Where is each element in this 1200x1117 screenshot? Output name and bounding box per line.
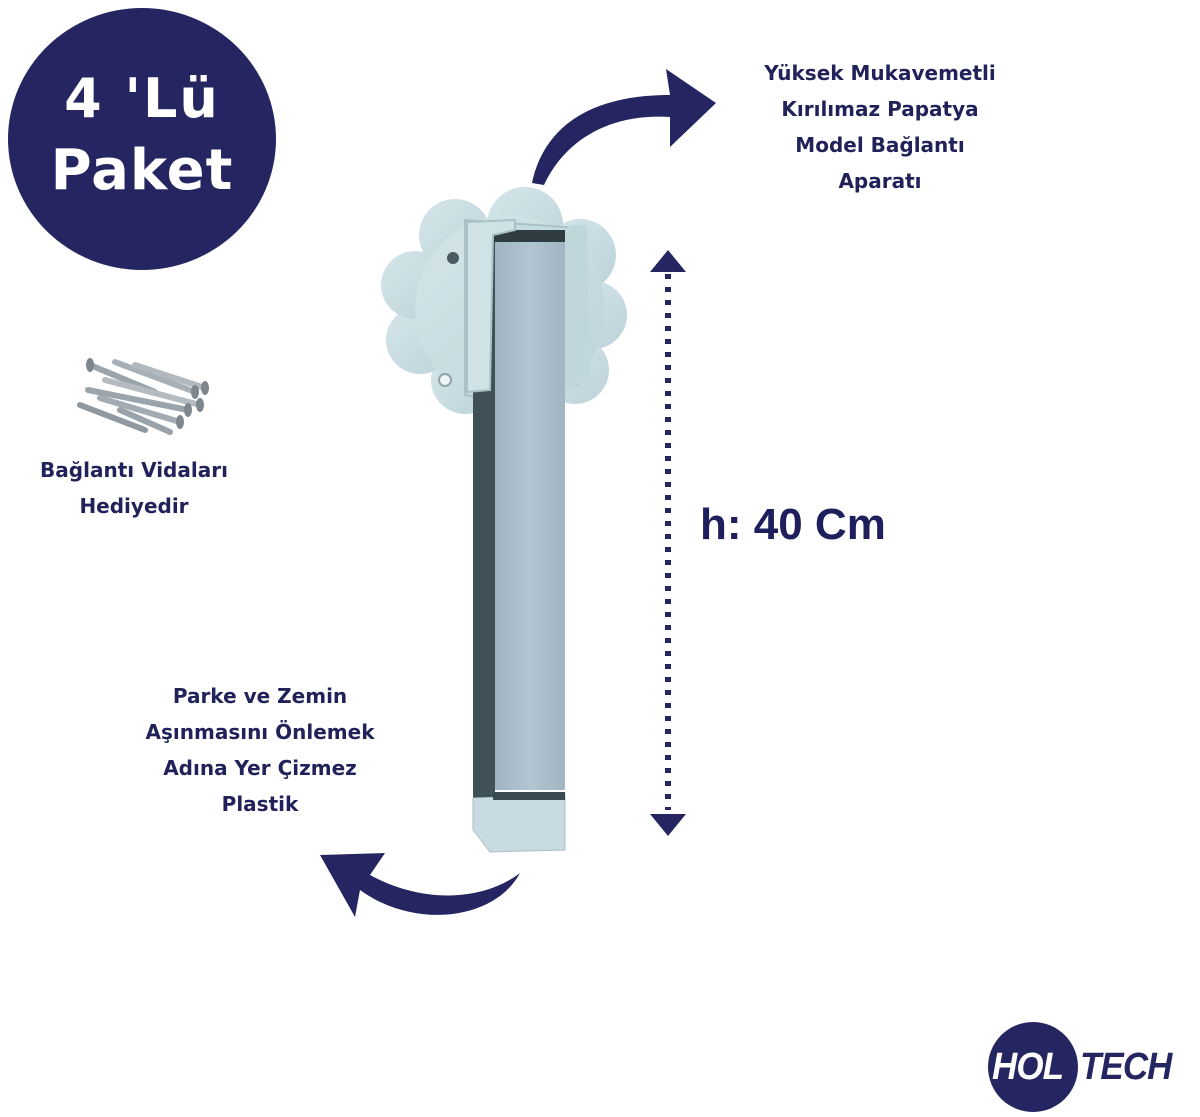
curved-arrow-right-icon	[532, 69, 716, 185]
pack-quantity-badge: 4 'Lü Paket	[8, 8, 276, 270]
screws-icon	[77, 358, 209, 435]
callout-line: Adına Yer Çizmez	[163, 756, 357, 780]
callout-line: Yüksek Mukavemetli	[764, 61, 996, 85]
logo-text-hol: HOL	[992, 1046, 1064, 1088]
double-headed-dotted-arrow-icon	[650, 250, 686, 836]
screws-callout: Bağlantı Vidaları Hediyedir	[14, 452, 254, 524]
holtech-logo: HOL TECH	[988, 1022, 1200, 1112]
callout-line: Plastik	[221, 792, 299, 816]
callout-line: Aparatı	[838, 169, 922, 193]
logo-circle	[988, 1022, 1078, 1112]
floor-protector-callout: Parke ve Zemin Aşınmasını Önlemek Adına …	[120, 678, 400, 822]
plastic-foot-cap	[472, 792, 566, 853]
callout-line: Parke ve Zemin	[172, 684, 348, 708]
callout-line: Hediyedir	[79, 494, 189, 518]
furniture-leg-product-image	[381, 187, 627, 853]
callout-line: Aşınmasını Önlemek	[145, 720, 375, 744]
height-dimension-label: h: 40 Cm	[700, 500, 886, 549]
badge-quantity-text: 4 'Lü	[64, 67, 220, 131]
callout-line: Model Bağlantı	[795, 133, 965, 157]
curved-arrow-left-icon	[320, 853, 520, 917]
mount-plate-callout: Yüksek Mukavemetli Kırılımaz Papatya Mod…	[740, 55, 1020, 199]
logo-text-tech: TECH	[1080, 1046, 1172, 1088]
callout-line: Kırılımaz Papatya	[781, 97, 979, 121]
callout-line: Bağlantı Vidaları	[40, 458, 228, 482]
badge-pack-text: Paket	[50, 137, 234, 203]
